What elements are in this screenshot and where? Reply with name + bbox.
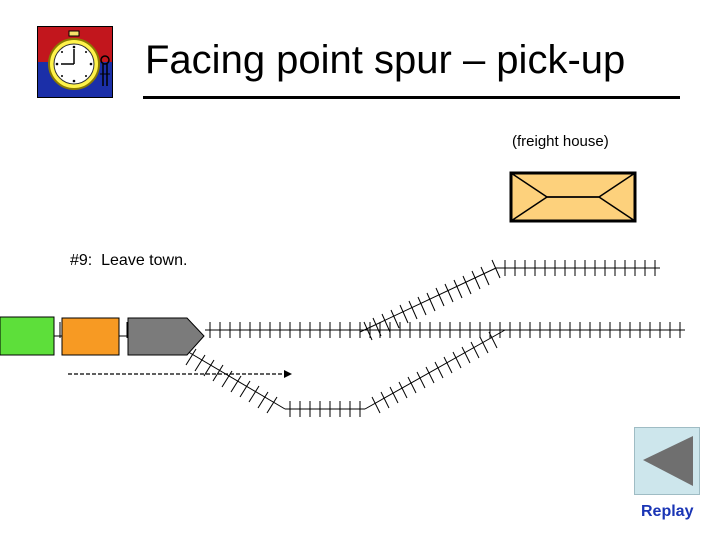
lower-siding-ties — [185, 331, 498, 417]
title-underline — [143, 96, 680, 99]
replay-link[interactable]: Replay — [641, 503, 694, 520]
triangle-left-icon — [643, 436, 693, 486]
freight-house — [509, 171, 637, 223]
direction-arrow — [68, 370, 292, 378]
replay-button[interactable] — [634, 427, 700, 495]
upper-spur-track — [359, 267, 660, 333]
slide-title: Facing point spur – pick-up — [145, 38, 626, 82]
main-track-ties — [59, 322, 681, 338]
arrow-head-icon — [284, 370, 292, 378]
stopwatch-logo-icon — [37, 26, 113, 98]
upper-spur-ties — [363, 259, 656, 341]
locomotive — [127, 317, 205, 356]
green-car — [0, 316, 55, 356]
step-text: #9: Leave town. — [70, 252, 188, 269]
orange-car — [61, 317, 120, 356]
freight-house-label: (freight house) — [512, 133, 609, 150]
lower-siding-track — [184, 329, 506, 410]
